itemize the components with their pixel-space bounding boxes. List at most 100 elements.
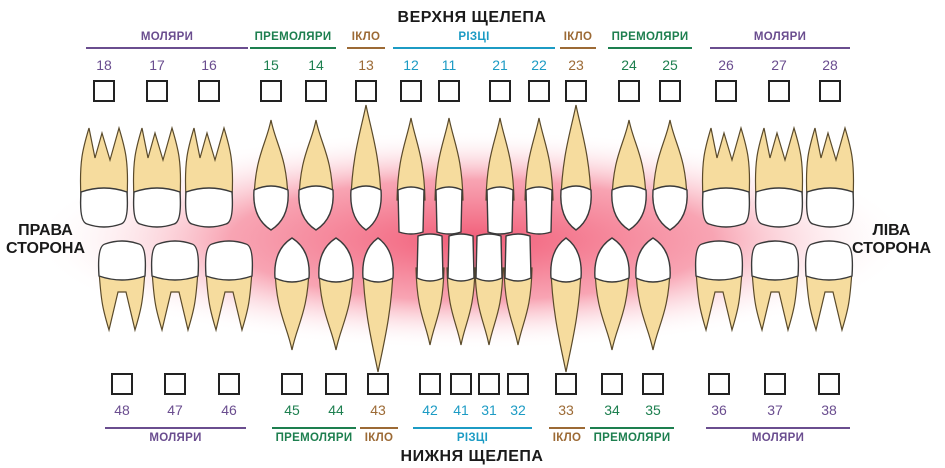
tooth-number-45: 45 <box>284 402 300 418</box>
tooth-16 <box>185 128 232 227</box>
tooth-23 <box>561 105 591 230</box>
right-side-line-1: ПРАВА <box>6 222 85 240</box>
tooth-number-48: 48 <box>114 402 130 418</box>
tooth-checkbox-37[interactable] <box>764 373 786 395</box>
tooth-crown-37 <box>752 241 799 280</box>
tooth-crown-36 <box>696 241 743 280</box>
tooth-checkbox-42[interactable] <box>419 373 441 395</box>
tooth-13 <box>351 105 381 230</box>
tooth-number-47: 47 <box>167 402 183 418</box>
tooth-checkbox-35[interactable] <box>642 373 664 395</box>
tooth-crown-28 <box>807 188 854 227</box>
tooth-checkbox-12[interactable] <box>400 80 422 102</box>
tooth-43 <box>363 238 393 372</box>
upper-jaw-title: ВЕРХНЯ ЩЕЛЕПА <box>398 9 547 27</box>
tooth-crown-12 <box>398 187 424 234</box>
tooth-checkbox-41[interactable] <box>450 373 472 395</box>
upper-group-label-premolars-left: ПРЕМОЛЯРИ <box>612 31 689 43</box>
tooth-checkbox-33[interactable] <box>555 373 577 395</box>
tooth-checkbox-38[interactable] <box>818 373 840 395</box>
tooth-checkbox-46[interactable] <box>218 373 240 395</box>
tooth-checkbox-48[interactable] <box>111 373 133 395</box>
tooth-number-32: 32 <box>510 402 526 418</box>
tooth-number-15: 15 <box>263 57 279 73</box>
tooth-27 <box>755 128 802 227</box>
tooth-number-31: 31 <box>481 402 497 418</box>
tooth-number-37: 37 <box>767 402 783 418</box>
tooth-crown-21 <box>487 187 513 234</box>
tooth-number-42: 42 <box>422 402 438 418</box>
tooth-checkbox-26[interactable] <box>715 80 737 102</box>
tooth-38 <box>806 241 853 330</box>
tooth-checkbox-16[interactable] <box>198 80 220 102</box>
tooth-checkbox-11[interactable] <box>438 80 460 102</box>
tooth-checkbox-13[interactable] <box>355 80 377 102</box>
tooth-checkbox-14[interactable] <box>305 80 327 102</box>
tooth-number-12: 12 <box>403 57 419 73</box>
tooth-crown-26 <box>703 188 750 227</box>
lower-group-label-canine-left: ІКЛО <box>553 432 581 444</box>
right-side-label: ПРАВА СТОРОНА <box>6 222 85 258</box>
tooth-26 <box>702 128 749 227</box>
tooth-checkbox-27[interactable] <box>768 80 790 102</box>
tooth-crown-32 <box>505 234 531 281</box>
tooth-checkbox-28[interactable] <box>819 80 841 102</box>
tooth-number-16: 16 <box>201 57 217 73</box>
tooth-checkbox-36[interactable] <box>708 373 730 395</box>
tooth-crown-27 <box>756 188 803 227</box>
lower-group-label-molars-left: МОЛЯРИ <box>752 432 804 444</box>
left-side-line-2: СТОРОНА <box>852 240 931 258</box>
tooth-checkbox-44[interactable] <box>325 373 347 395</box>
tooth-number-43: 43 <box>370 402 386 418</box>
tooth-checkbox-47[interactable] <box>164 373 186 395</box>
lower-group-label-canine-right: ІКЛО <box>365 432 393 444</box>
tooth-number-26: 26 <box>718 57 734 73</box>
tooth-checkbox-31[interactable] <box>478 373 500 395</box>
tooth-crown-46 <box>206 241 253 280</box>
tooth-checkbox-43[interactable] <box>367 373 389 395</box>
tooth-33 <box>551 238 581 372</box>
tooth-15 <box>254 120 288 230</box>
tooth-number-22: 22 <box>531 57 547 73</box>
upper-group-label-molars-right: МОЛЯРИ <box>141 31 193 43</box>
tooth-number-24: 24 <box>621 57 637 73</box>
tooth-checkbox-17[interactable] <box>146 80 168 102</box>
lower-group-label-incisors: РІЗЦІ <box>457 432 488 444</box>
tooth-crown-31 <box>476 234 502 281</box>
tooth-crown-47 <box>152 241 199 280</box>
tooth-checkbox-21[interactable] <box>489 80 511 102</box>
tooth-checkbox-34[interactable] <box>601 373 623 395</box>
lower-group-label-molars-right: МОЛЯРИ <box>149 432 201 444</box>
tooth-checkbox-18[interactable] <box>93 80 115 102</box>
tooth-number-27: 27 <box>771 57 787 73</box>
tooth-checkbox-25[interactable] <box>659 80 681 102</box>
tooth-number-34: 34 <box>604 402 620 418</box>
upper-group-label-premolars-right: ПРЕМОЛЯРИ <box>255 31 332 43</box>
tooth-number-14: 14 <box>308 57 324 73</box>
tooth-crown-18 <box>81 188 128 227</box>
tooth-root-33 <box>551 268 581 372</box>
upper-group-label-molars-left: МОЛЯРИ <box>754 31 806 43</box>
tooth-number-28: 28 <box>822 57 838 73</box>
upper-group-label-canine-right: ІКЛО <box>352 31 380 43</box>
tooth-number-46: 46 <box>221 402 237 418</box>
tooth-number-13: 13 <box>358 57 374 73</box>
lower-group-label-premolars-left: ПРЕМОЛЯРИ <box>594 432 671 444</box>
tooth-checkbox-23[interactable] <box>565 80 587 102</box>
tooth-checkbox-24[interactable] <box>618 80 640 102</box>
tooth-48 <box>99 241 146 330</box>
tooth-checkbox-32[interactable] <box>507 373 529 395</box>
tooth-number-21: 21 <box>492 57 508 73</box>
tooth-checkbox-22[interactable] <box>528 80 550 102</box>
tooth-crown-17 <box>134 188 181 227</box>
tooth-number-38: 38 <box>821 402 837 418</box>
tooth-number-41: 41 <box>453 402 469 418</box>
lower-group-label-premolars-right: ПРЕМОЛЯРИ <box>276 432 353 444</box>
tooth-checkbox-15[interactable] <box>260 80 282 102</box>
tooth-18 <box>80 128 127 227</box>
tooth-17 <box>133 128 180 227</box>
tooth-number-23: 23 <box>568 57 584 73</box>
tooth-checkbox-45[interactable] <box>281 373 303 395</box>
tooth-crown-48 <box>99 241 146 280</box>
